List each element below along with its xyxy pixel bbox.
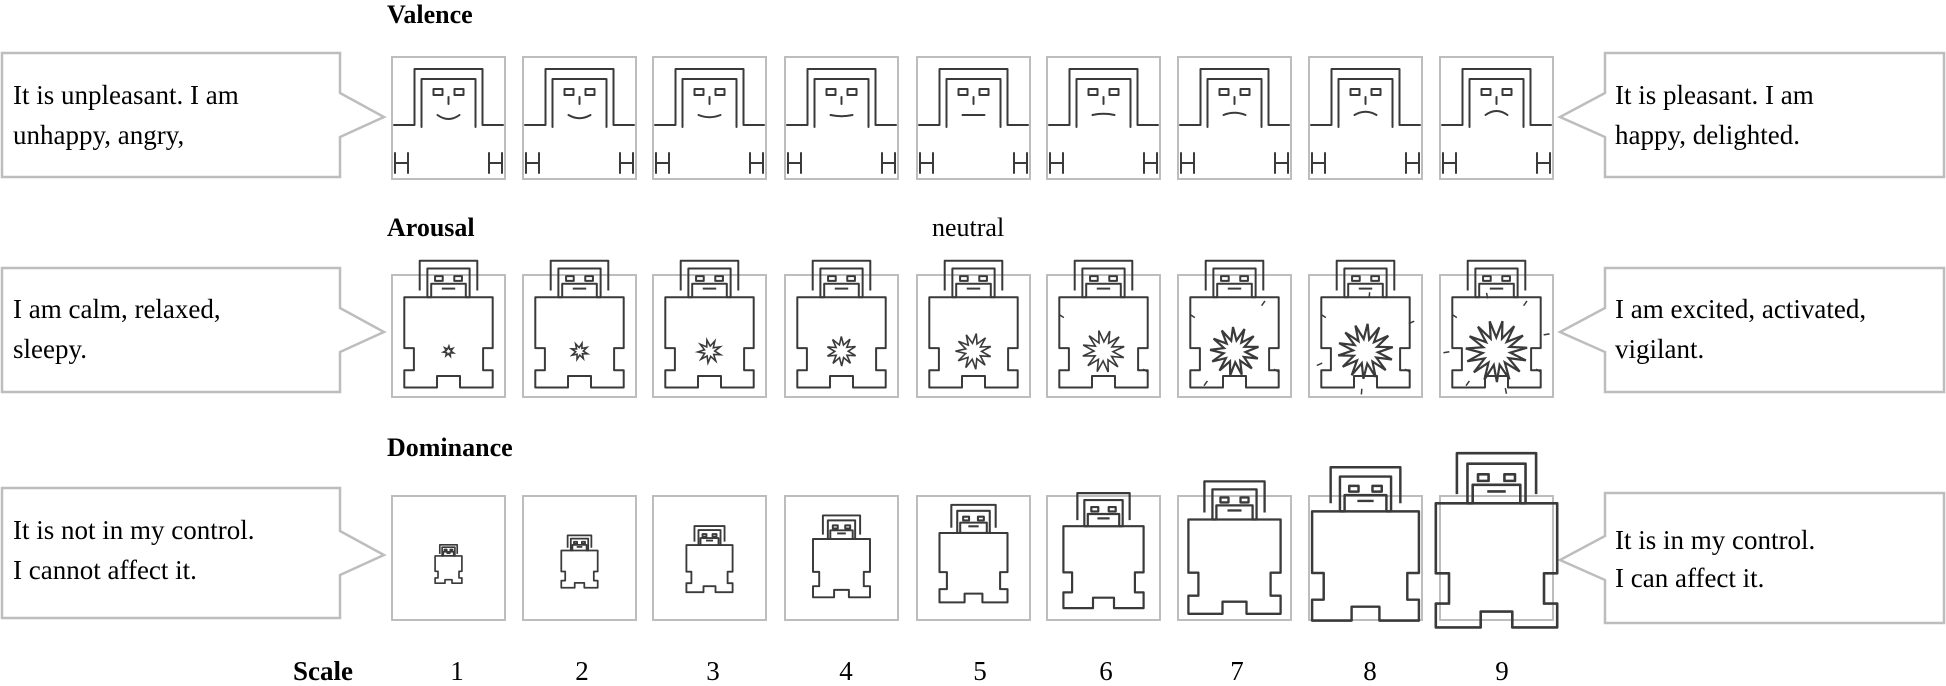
arousal-box xyxy=(392,275,505,397)
dominance-left-line-1: It is not in my control. xyxy=(13,510,254,550)
dominance-left-eye xyxy=(444,549,446,550)
dominance-figure-7 xyxy=(1178,481,1291,620)
dominance-figure-2 xyxy=(523,496,636,620)
valence-figure-6 xyxy=(1047,57,1160,179)
dominance-figure-1 xyxy=(392,496,505,620)
valence-right-line-2: happy, delighted. xyxy=(1615,115,1800,155)
arousal-figure-3 xyxy=(653,261,766,397)
arousal-figure-6 xyxy=(1047,261,1160,397)
dominance-figure-8 xyxy=(1309,467,1422,620)
dominance-right-eye xyxy=(450,549,452,550)
valence-figure-8 xyxy=(1309,57,1422,179)
arousal-left-line-1: I am calm, relaxed, xyxy=(13,289,221,329)
arousal-box xyxy=(523,275,636,397)
valence-left-line-1: It is unpleasant. I am xyxy=(13,75,239,115)
arousal-figure-1 xyxy=(392,261,505,397)
valence-left-line-2: unhappy, angry, xyxy=(13,115,184,155)
valence-figure-7 xyxy=(1178,57,1291,179)
dominance-box xyxy=(653,496,766,620)
dominance-left-eye xyxy=(1478,474,1489,481)
dominance-figure-3 xyxy=(653,496,766,620)
dominance-hair xyxy=(1457,453,1536,494)
arousal-figure-7 xyxy=(1178,261,1291,397)
arousal-box xyxy=(785,275,898,397)
dominance-left-line-2: I cannot affect it. xyxy=(13,550,197,590)
arousal-figure-9 xyxy=(1440,261,1553,397)
dominance-box xyxy=(1309,496,1422,620)
dominance-right-eye xyxy=(1504,474,1515,481)
arousal-right-line-1: I am excited, activated, xyxy=(1615,289,1866,329)
valence-figure-1 xyxy=(392,57,505,179)
dominance-figure-9 xyxy=(1436,453,1557,627)
dominance-right-line-2: I can affect it. xyxy=(1615,558,1764,598)
arousal-figure-8 xyxy=(1309,261,1422,397)
arousal-box xyxy=(1047,275,1160,397)
arousal-box xyxy=(653,275,766,397)
valence-figure-3 xyxy=(653,57,766,179)
arousal-vibration-mark xyxy=(1544,334,1550,335)
dominance-right-eye xyxy=(1372,486,1381,492)
dominance-box xyxy=(917,496,1030,620)
dominance-box xyxy=(1440,496,1553,620)
valence-figure-5 xyxy=(917,57,1030,179)
valence-figure-2 xyxy=(523,57,636,179)
dominance-box xyxy=(392,496,505,620)
arousal-figure-4 xyxy=(785,261,898,397)
arousal-box xyxy=(917,275,1030,397)
arousal-figure-5 xyxy=(917,261,1030,397)
dominance-left-eye xyxy=(1349,486,1358,492)
arousal-figure-2 xyxy=(523,261,636,397)
dominance-right-line-1: It is in my control. xyxy=(1615,520,1815,560)
arousal-left-line-2: sleepy. xyxy=(13,329,87,369)
valence-figure-4 xyxy=(785,57,898,179)
dominance-box xyxy=(523,496,636,620)
dominance-figure-4 xyxy=(785,496,898,620)
arousal-right-line-2: vigilant. xyxy=(1615,329,1704,369)
arousal-vibration-mark xyxy=(1443,352,1449,353)
dominance-figure-5 xyxy=(917,496,1030,620)
valence-figure-9 xyxy=(1440,57,1553,179)
valence-right-line-1: It is pleasant. I am xyxy=(1615,75,1814,115)
dominance-figure-6 xyxy=(1047,493,1160,620)
